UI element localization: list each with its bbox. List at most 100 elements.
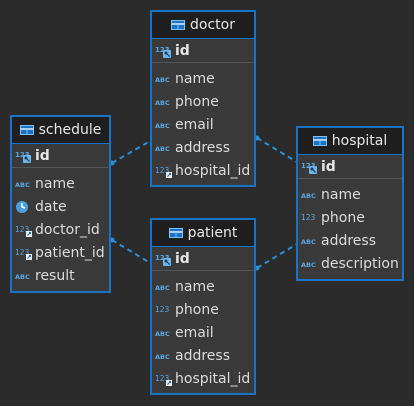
string-type-icon: ABC xyxy=(15,269,33,283)
primary-key-icon: 123 xyxy=(155,44,173,58)
svg-text:123: 123 xyxy=(301,162,316,170)
string-type-icon: ABC xyxy=(301,234,319,248)
string-type-icon: ABC xyxy=(155,326,173,340)
entity-title: patient xyxy=(187,225,238,241)
primary-key-row[interactable]: 123 id xyxy=(298,155,402,179)
column-name: name xyxy=(321,186,361,203)
table-icon xyxy=(19,125,34,135)
svg-text:123: 123 xyxy=(15,225,30,234)
column-name: address xyxy=(175,347,231,364)
schedule-doctor-link xyxy=(111,139,153,164)
number-type-icon: 123 xyxy=(155,303,173,317)
string-type-icon: ABC xyxy=(301,188,319,202)
column-name: phone xyxy=(175,93,219,110)
column-name: hospital_id xyxy=(175,370,251,387)
number-type-icon: 123 xyxy=(301,211,319,225)
patient-hospital-link xyxy=(256,243,298,269)
entity-header[interactable]: patient xyxy=(152,220,254,247)
column-name: email xyxy=(175,324,214,341)
entity-title: hospital xyxy=(331,133,388,149)
svg-text:ABC: ABC xyxy=(15,181,30,189)
foreign-key-icon: 123 xyxy=(15,246,33,260)
column-row[interactable]: ABC phone xyxy=(152,90,254,113)
svg-text:123: 123 xyxy=(301,213,316,222)
column-row[interactable]: ABC description xyxy=(298,252,402,275)
column-name: name xyxy=(175,278,215,295)
string-type-icon: ABC xyxy=(155,349,173,363)
column-name: id xyxy=(175,250,190,267)
column-name: doctor_id xyxy=(35,221,100,238)
svg-text:123: 123 xyxy=(155,374,170,383)
column-name: id xyxy=(35,147,50,164)
schedule-patient-link xyxy=(111,239,153,265)
svg-text:123: 123 xyxy=(155,305,170,314)
column-name: patient_id xyxy=(35,244,105,261)
table-icon xyxy=(171,20,186,30)
column-row[interactable]: ABC name xyxy=(152,275,254,298)
column-name: date xyxy=(35,198,67,215)
column-row[interactable]: 123 hospital_id xyxy=(152,367,254,390)
entity-title: schedule xyxy=(38,122,102,138)
column-row[interactable]: 123 hospital_id xyxy=(152,159,254,182)
column-name: id xyxy=(175,42,190,59)
svg-text:123: 123 xyxy=(15,151,30,159)
column-row[interactable]: date xyxy=(12,195,109,218)
entity-header[interactable]: schedule xyxy=(12,117,109,144)
string-type-icon: ABC xyxy=(155,141,173,155)
column-row[interactable]: 123 phone xyxy=(152,298,254,321)
column-name: phone xyxy=(175,301,219,318)
column-name: hospital_id xyxy=(175,162,251,179)
primary-key-icon: 123 xyxy=(301,160,319,174)
string-type-icon: ABC xyxy=(155,118,173,132)
entity-header[interactable]: doctor xyxy=(152,12,254,39)
svg-text:ABC: ABC xyxy=(155,330,170,338)
column-row[interactable]: 123 doctor_id xyxy=(12,218,109,241)
column-row[interactable]: 123 phone xyxy=(298,206,402,229)
column-name: phone xyxy=(321,209,365,226)
column-name: id xyxy=(321,158,336,175)
svg-text:ABC: ABC xyxy=(301,261,316,269)
doctor-hospital-link xyxy=(256,137,298,163)
entity-header[interactable]: hospital xyxy=(298,128,402,155)
column-row[interactable]: ABC email xyxy=(152,321,254,344)
svg-text:ABC: ABC xyxy=(155,284,170,292)
primary-key-row[interactable]: 123 id xyxy=(152,39,254,63)
column-name: description xyxy=(321,255,399,272)
string-type-icon: ABC xyxy=(155,280,173,294)
foreign-key-icon: 123 xyxy=(155,372,173,386)
string-type-icon: ABC xyxy=(155,95,173,109)
svg-text:123: 123 xyxy=(155,254,170,262)
string-type-icon: ABC xyxy=(15,177,33,191)
primary-key-row[interactable]: 123 id xyxy=(12,144,109,168)
svg-text:ABC: ABC xyxy=(155,353,170,361)
column-name: result xyxy=(35,267,75,284)
column-name: address xyxy=(321,232,377,249)
svg-text:ABC: ABC xyxy=(155,76,170,84)
entity-title: doctor xyxy=(190,17,235,33)
column-row[interactable]: ABC address xyxy=(152,136,254,159)
column-name: address xyxy=(175,139,231,156)
primary-key-row[interactable]: 123 id xyxy=(152,247,254,271)
svg-text:123: 123 xyxy=(155,166,170,175)
column-row[interactable]: ABC address xyxy=(152,344,254,367)
table-icon xyxy=(168,228,183,238)
date-type-icon xyxy=(15,200,33,214)
svg-text:ABC: ABC xyxy=(155,122,170,130)
svg-text:123: 123 xyxy=(155,46,170,54)
table-icon xyxy=(312,136,327,146)
svg-text:ABC: ABC xyxy=(155,99,170,107)
svg-text:ABC: ABC xyxy=(155,145,170,153)
